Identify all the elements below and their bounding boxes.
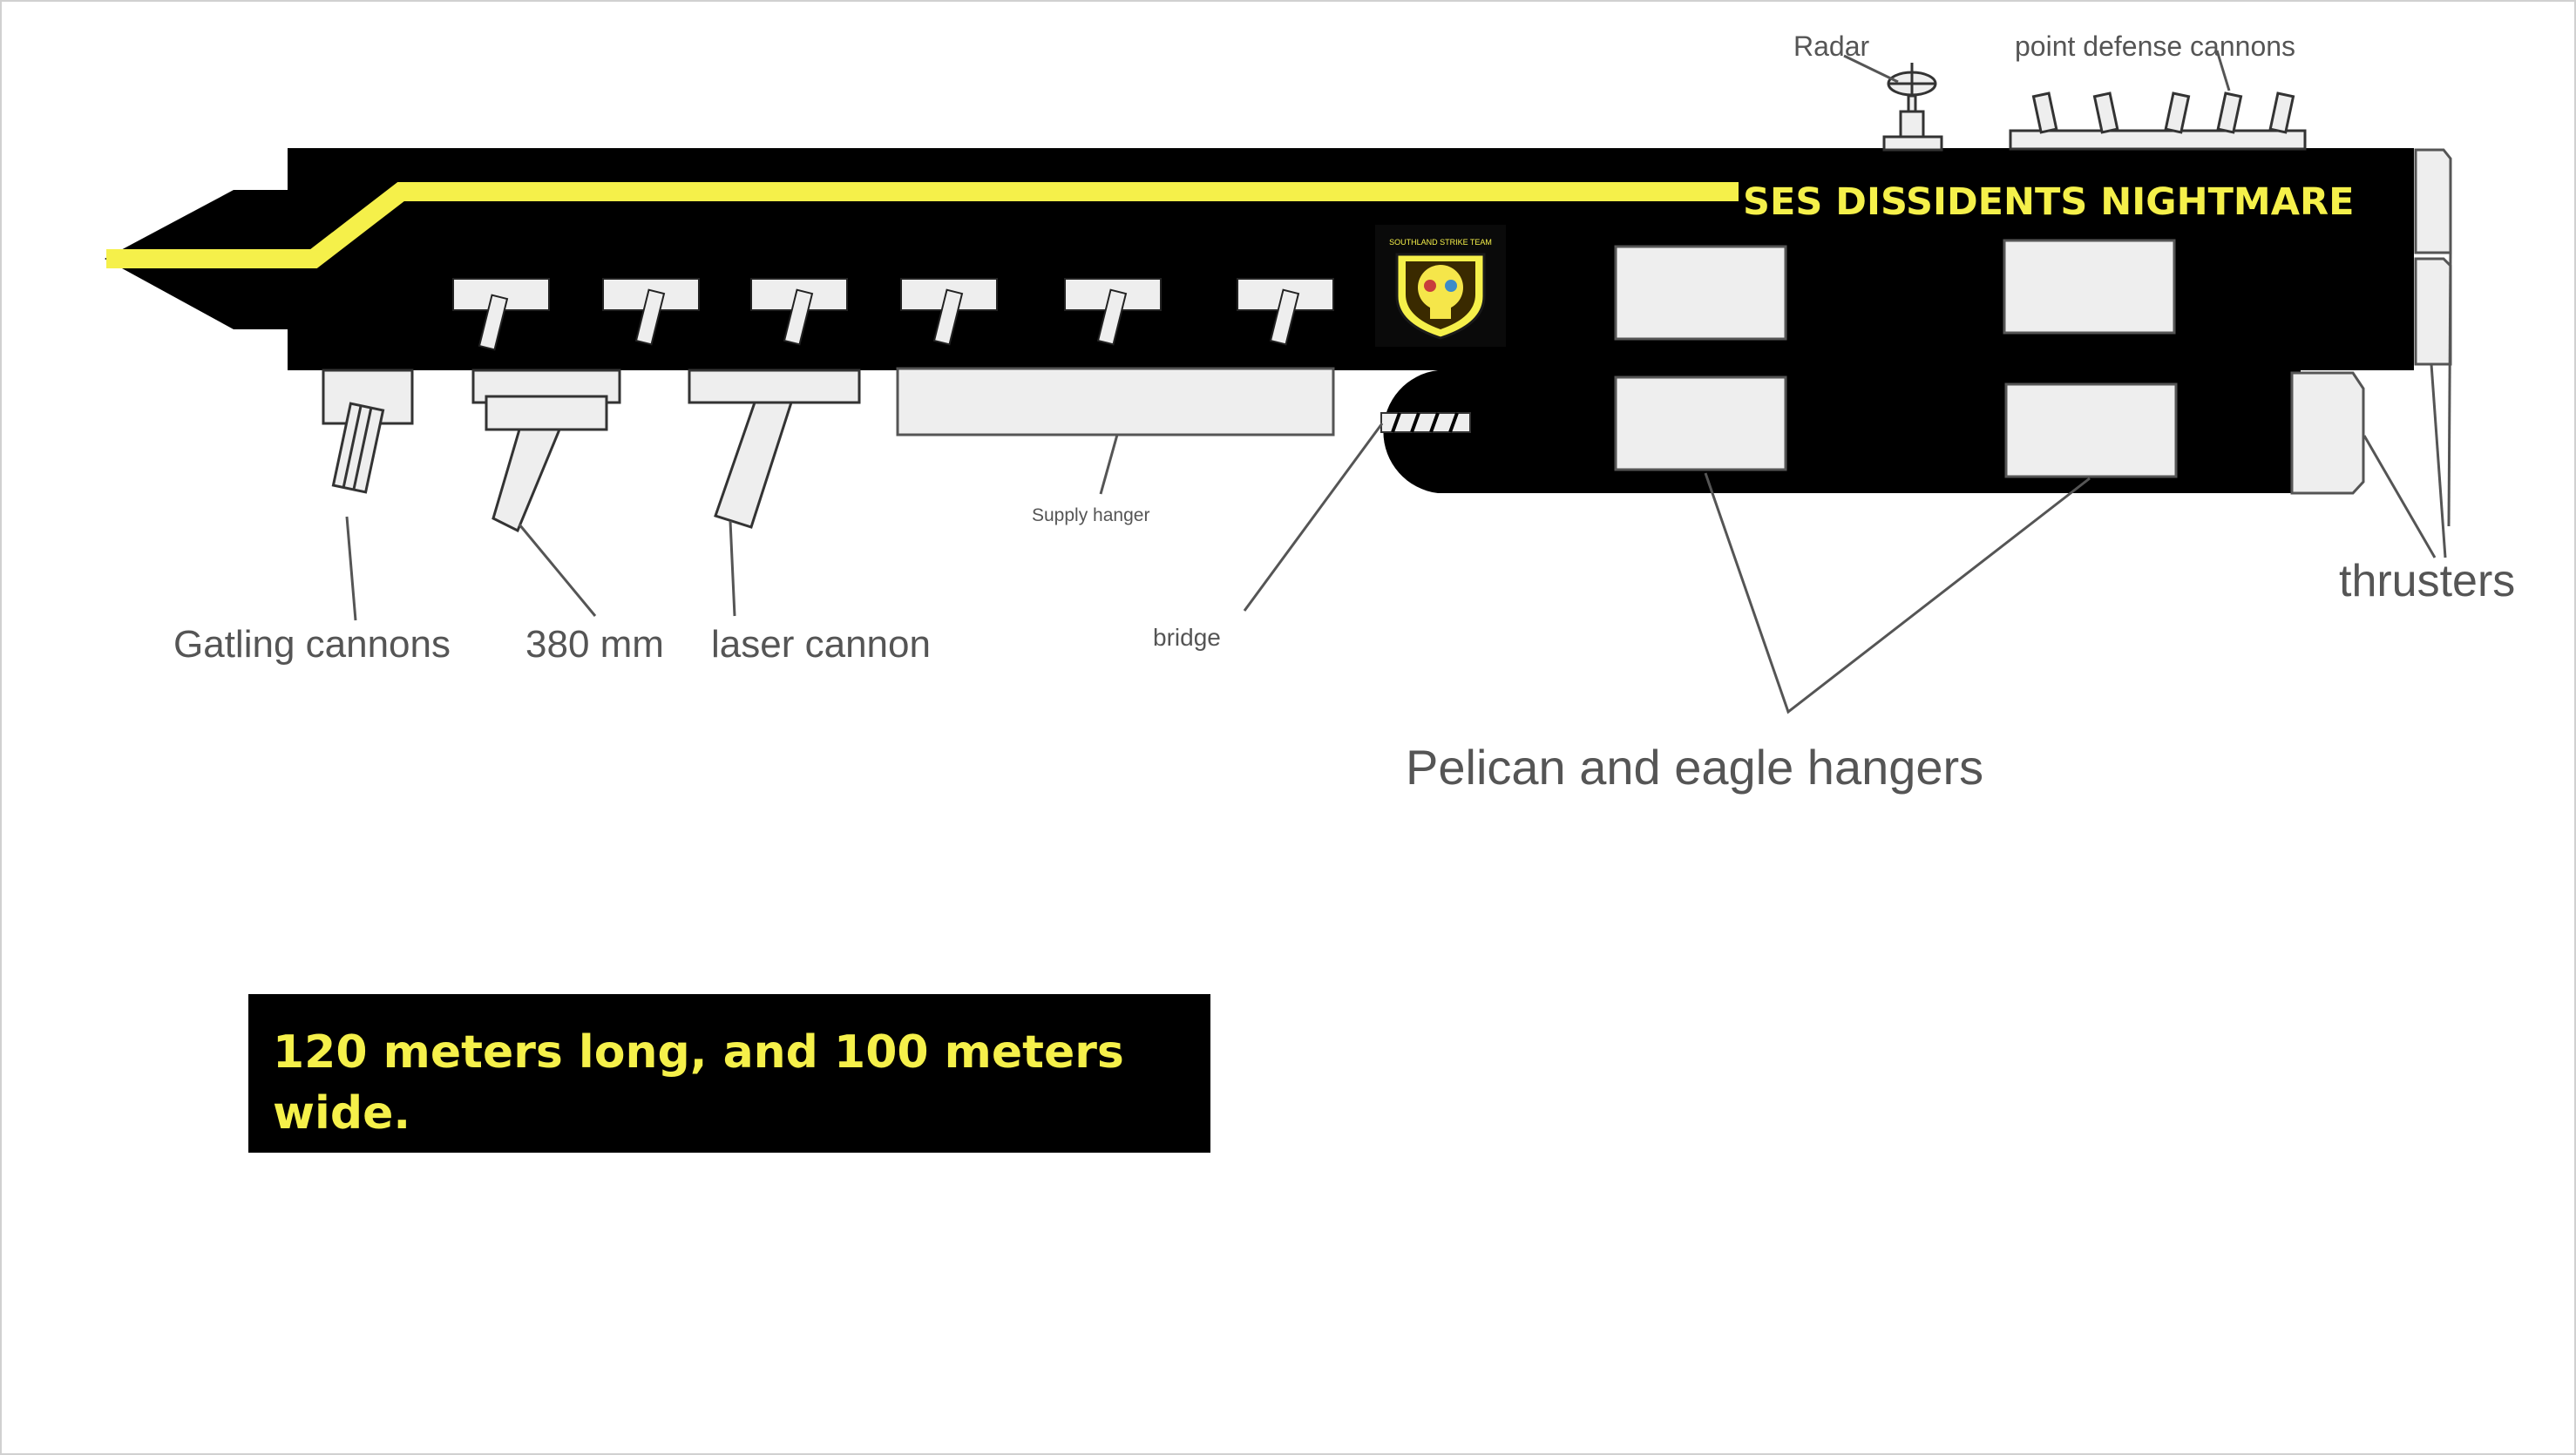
supply-hanger [896, 367, 1335, 436]
point-defense-group [2009, 91, 2307, 151]
leader-thrusters-1 [2362, 435, 2437, 558]
hull-turret [1064, 278, 1162, 346]
radar-mast [1882, 63, 1943, 152]
hull-turret [602, 278, 700, 346]
label-thrusters: thrusters [2339, 556, 2515, 606]
thrusters-group [2290, 148, 2452, 495]
hull-turret [1237, 278, 1334, 346]
hangar-bay [1614, 245, 1787, 341]
yellow-stripe-overlay [106, 182, 1739, 268]
label-supply: Supply hanger [1032, 505, 1149, 525]
label-380mm: 380 mm [525, 623, 664, 666]
leader-380mm [518, 524, 597, 617]
squad-emblem: SOUTHLAND STRIKE TEAM [1375, 225, 1506, 347]
hangar-bay [2004, 382, 2178, 478]
label-point-defense: point defense cannons [2015, 30, 2295, 62]
emblem-text: SOUTHLAND STRIKE TEAM [1389, 238, 1492, 247]
label-bridge: bridge [1153, 624, 1221, 651]
caption-text: 120 meters long, and 100 meters wide. [273, 1026, 1124, 1140]
leader-bridge [1243, 423, 1384, 612]
leader-radar [1843, 54, 1899, 84]
thruster [2290, 371, 2365, 495]
hangar-bay [1614, 376, 1787, 471]
hull-turrets [452, 278, 1334, 351]
hangar-bays [1614, 239, 2178, 478]
hull-turret [452, 278, 550, 351]
bridge-windows [1380, 412, 1471, 433]
cannon-380mm [471, 369, 621, 533]
leader-gatling [345, 516, 357, 621]
label-gatling: Gatling cannons [173, 623, 451, 666]
laser-cannon [688, 369, 861, 529]
leader-lines [345, 50, 2452, 714]
thruster [2414, 257, 2452, 366]
label-hangers: Pelican and eagle hangers [1406, 740, 1983, 795]
leader-hangers [1704, 472, 2091, 714]
leader-thrusters-2 [2430, 363, 2447, 558]
label-radar: Radar [1793, 30, 1870, 62]
hangar-bay [2003, 239, 2176, 335]
hull-turret [750, 278, 848, 346]
ship-name: SES DISSIDENTS NIGHTMARE [1743, 180, 2354, 224]
thruster [2414, 148, 2452, 254]
hull-turret [900, 278, 998, 346]
leader-point-defense [2215, 50, 2231, 91]
label-laser: laser cannon [711, 623, 931, 666]
gatling-cannon [322, 369, 414, 494]
leader-supply [1099, 434, 1119, 495]
leader-laser [729, 520, 736, 617]
leader-thrusters-3 [2447, 252, 2452, 527]
caption-box: 120 meters long, and 100 meters wide. [248, 994, 1210, 1153]
